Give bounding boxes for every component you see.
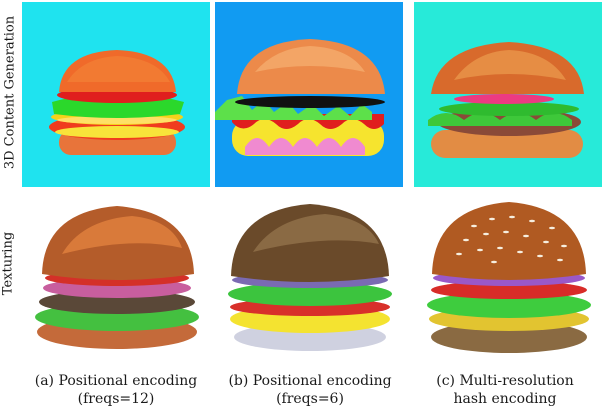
caption-c-line1: (c) Multi-resolution (436, 373, 574, 389)
panel-b-generation (215, 2, 403, 187)
caption-a-line1: (a) Positional encoding (34, 373, 198, 389)
caption-c: (c) Multi-resolution hash encoding (405, 372, 602, 408)
caption-b-line2: (freqs=6) (276, 391, 344, 407)
panel-c-texturing (414, 192, 602, 372)
row-label-texturing: Texturing (0, 231, 16, 296)
caption-a-line2: (freqs=12) (77, 391, 155, 407)
panel-a-texturing (22, 192, 210, 372)
burger-b-texturing-icon (215, 192, 403, 372)
burger-c-texturing-icon (414, 192, 602, 372)
caption-b-line1: (b) Positional encoding (228, 373, 392, 389)
burger-a-generation-icon (22, 2, 210, 187)
caption-a: (a) Positional encoding (freqs=12) (16, 372, 216, 408)
caption-b: (b) Positional encoding (freqs=6) (210, 372, 410, 408)
panel-a-generation (22, 2, 210, 187)
panel-b-texturing (215, 192, 403, 372)
burger-c-generation-icon (414, 2, 602, 187)
panel-c-generation (414, 2, 602, 187)
caption-c-line2: hash encoding (453, 391, 557, 407)
burger-b-generation-icon (215, 2, 403, 187)
row-label-3d-generation: 3D Content Generation (2, 15, 18, 170)
burger-a-texturing-icon (22, 192, 210, 372)
